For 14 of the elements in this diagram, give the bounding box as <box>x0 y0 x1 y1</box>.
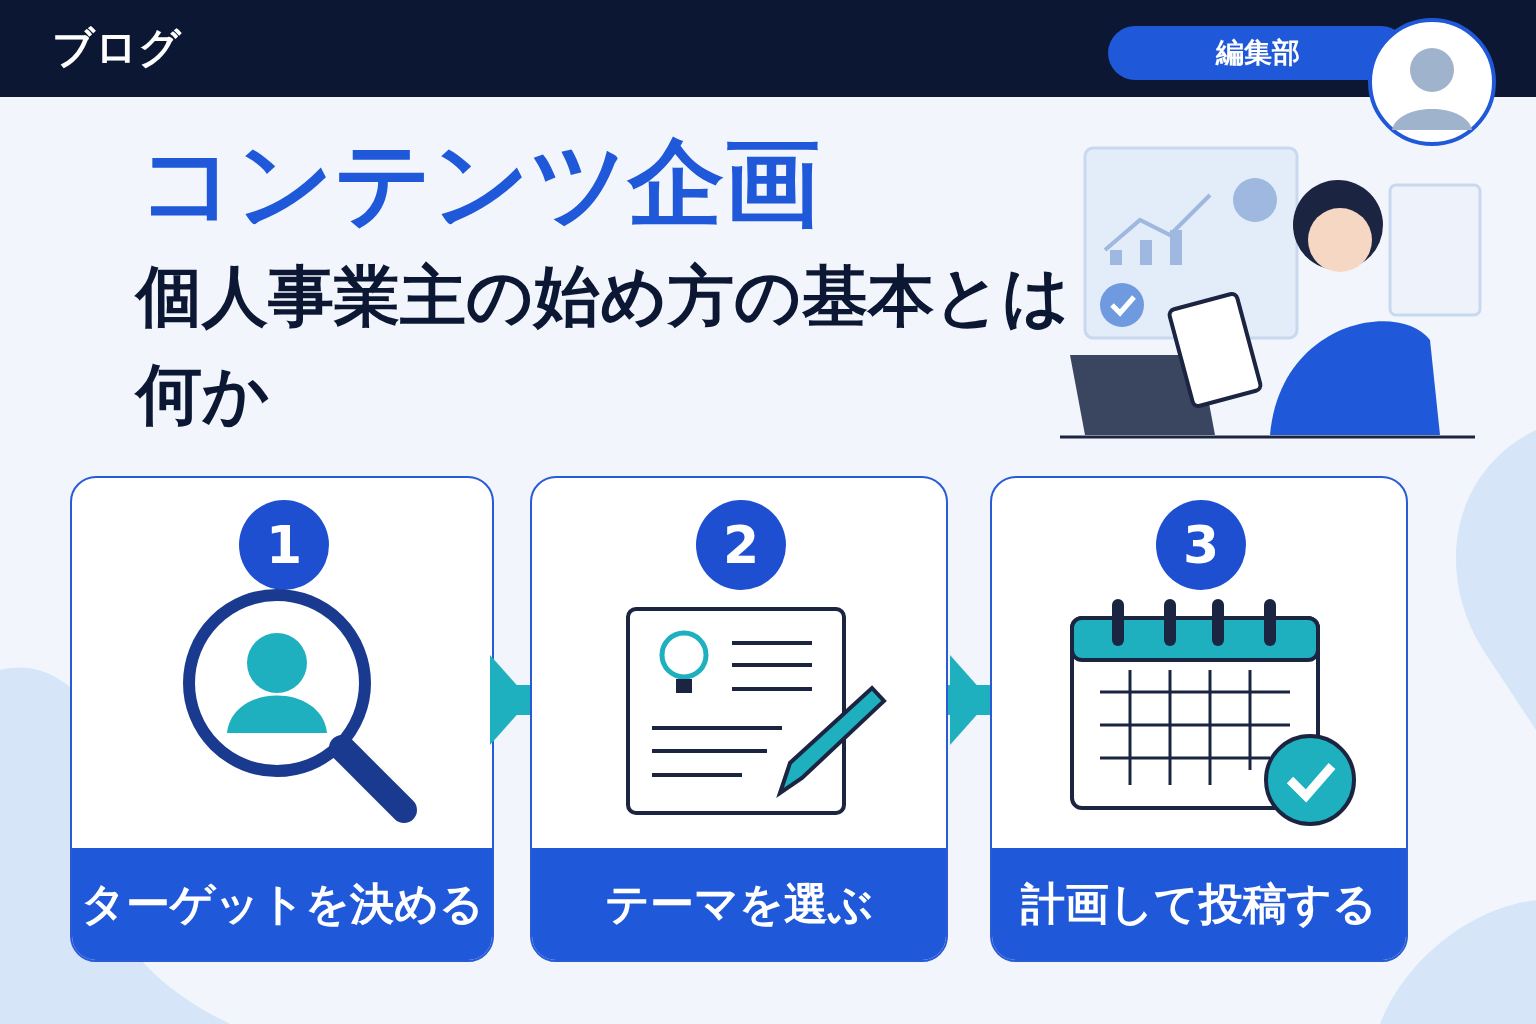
arrow <box>948 655 990 745</box>
arrow <box>490 655 530 745</box>
step-label: 計画して投稿する <box>992 848 1406 960</box>
subtitle: 個人事業主の始め方の基本とは何か <box>136 257 1071 435</box>
step-card <box>530 476 948 962</box>
step-label: ターゲットを決める <box>72 848 492 960</box>
step-label: テーマを選ぶ <box>532 848 946 960</box>
number-badge: 1 <box>239 500 329 590</box>
blog-name: ブログ <box>52 22 181 74</box>
number-badge: 3 <box>1156 500 1246 590</box>
step-card <box>990 476 1408 962</box>
step-card <box>70 476 494 962</box>
title: コンテンツ企画 <box>138 128 820 238</box>
number-badge: 2 <box>696 500 786 590</box>
